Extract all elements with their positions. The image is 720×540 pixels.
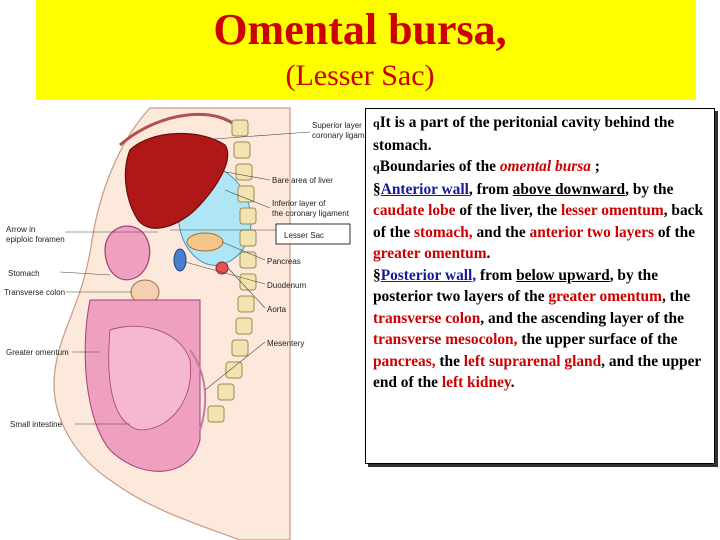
label-lesser-sac: Lesser Sac [284, 231, 324, 240]
bullet-section-icon: § [373, 266, 381, 284]
term-greater-omentum: greater omentum [548, 288, 662, 305]
lesser-sac-label-box [275, 223, 351, 245]
sagittal-section-diagram: Lesser Sac Superior layer of coronary li… [4, 107, 364, 540]
term-anterior-two-layers: anterior two layers [529, 223, 655, 241]
term-posterior-wall: Posterior wall, [380, 266, 477, 284]
text-location: It is a part of the peritonial cavity be… [373, 114, 675, 154]
label-small-intestine: Small intestine [10, 420, 63, 429]
paragraph-anterior-wall: §Anterior wall, from above downward, by … [373, 180, 704, 263]
anatomy-figure: Lesser Sac Superior layer of coronary li… [0, 100, 364, 540]
term-transverse-mesocolon: transverse mesocolon, [373, 331, 518, 348]
label-greater-omentum: Greater omentum [6, 348, 69, 357]
paragraph-boundaries: qBoundaries of the omental bursa ; [373, 158, 600, 175]
label-coronary-ligament-2: the coronary ligament [272, 209, 350, 218]
label-epiploic-foramen: epiploic foramen [6, 235, 65, 244]
label-pancreas: Pancreas [267, 257, 301, 266]
term-below-upward: below upward [516, 266, 610, 284]
term-stomach: stomach, [414, 223, 473, 241]
label-coronary-ligament-1: coronary ligament [312, 131, 364, 140]
page-title: Omental bursa, [213, 5, 507, 54]
stomach [104, 225, 151, 281]
duodenum [173, 248, 187, 272]
label-inferior-layer: Inferior layer of [272, 199, 326, 208]
term-anterior-wall: Anterior wall [380, 180, 469, 198]
label-duodenum: Duodenum [267, 281, 306, 290]
term-greater-omentum: greater omentum [373, 245, 487, 262]
term-caudate-lobe: caudate lobe [373, 202, 456, 219]
term-left-suprarenal-gland: left suprarenal gland [463, 352, 602, 370]
small-intestine [108, 325, 192, 431]
mesentery [189, 349, 207, 431]
page-subtitle: (Lesser Sac) [285, 59, 435, 92]
liver [124, 132, 229, 229]
bullet-section-icon: § [373, 180, 381, 198]
title-band [36, 0, 696, 100]
paragraph-posterior-wall: §Posterior wall, from below upward, by t… [373, 266, 701, 392]
term-pancreas: pancreas, [373, 352, 436, 370]
paragraph-location: qIt is a part of the peritonial cavity b… [373, 112, 708, 156]
label-bare-area: Bare area of liver [272, 176, 333, 185]
term-lesser-omentum: lesser omentum [560, 202, 664, 219]
label-transverse-colon: Transverse colon [4, 288, 65, 297]
term-omental-bursa: omental bursa [499, 158, 591, 175]
bullet-q-icon: q [373, 116, 380, 130]
label-arrow-in: Arrow in [6, 225, 35, 234]
label-superior-layer: Superior layer of [312, 121, 364, 130]
description-textbox: qIt is a part of the peritonial cavity b… [365, 108, 715, 464]
term-above-downward: above downward [512, 180, 626, 198]
term-transverse-colon: transverse colon [373, 309, 481, 327]
diaphragm [119, 112, 242, 147]
leader-lines [59, 131, 311, 425]
bullet-q-icon: q [373, 160, 380, 174]
label-mesentery: Mesentery [267, 339, 304, 348]
pancreas [186, 232, 224, 252]
label-aorta: Aorta [267, 305, 287, 314]
vertebral-column [207, 119, 257, 423]
term-left-kidney: left kidney [441, 374, 511, 391]
label-stomach: Stomach [8, 269, 40, 278]
